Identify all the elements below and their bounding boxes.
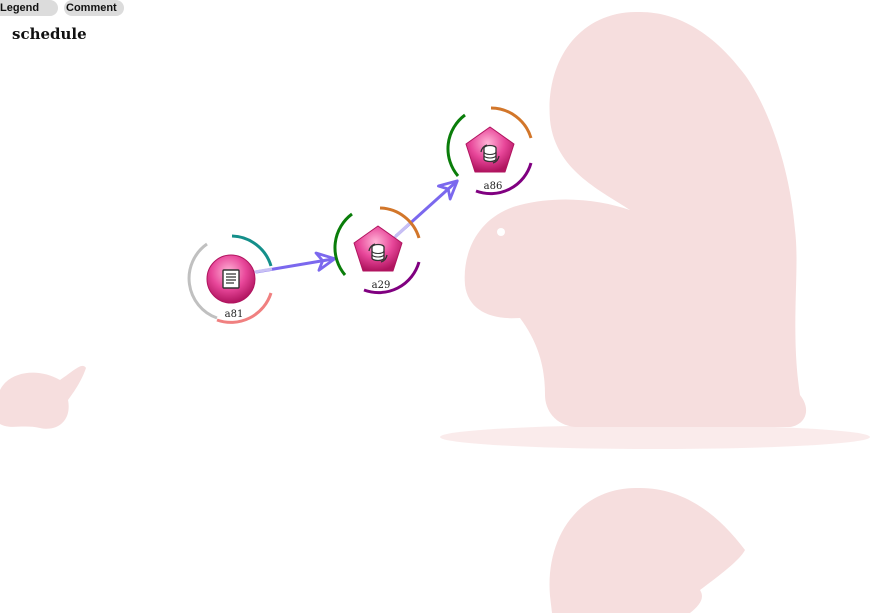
node-label: a86 [484,181,503,192]
node-a86[interactable]: a86 [446,106,533,196]
node-label: a81 [225,309,244,320]
node-ring-green [333,212,353,276]
node-ring-orange [379,206,421,239]
squirrel-watermark-lower-icon [549,487,745,613]
acorn-watermark-icon [0,365,86,429]
node-ring-purple [475,162,533,196]
diagram-edges [251,179,459,274]
node-ring-purple [363,261,421,295]
node-ring-gray [187,242,218,320]
document-icon [222,269,240,289]
node-a81[interactable]: a81 [187,234,273,324]
node-ring-orange [490,106,533,139]
node-ring-teal [231,234,273,267]
legend-button[interactable]: Legend [0,0,58,16]
edge-a29-a86-tail [391,221,412,241]
comment-button[interactable]: Comment [64,0,124,16]
edge-a81-a29-tail [251,267,273,274]
node-a29[interactable]: a29 [333,206,421,295]
diagram-title: schedule [12,25,87,43]
node-ring-green [446,113,466,177]
database-sync-icon [368,243,388,263]
node-ring-salmon [216,292,273,324]
database-sync-icon [480,144,500,164]
squirrel-watermark-icon [440,11,870,449]
node-label: a29 [372,280,391,291]
